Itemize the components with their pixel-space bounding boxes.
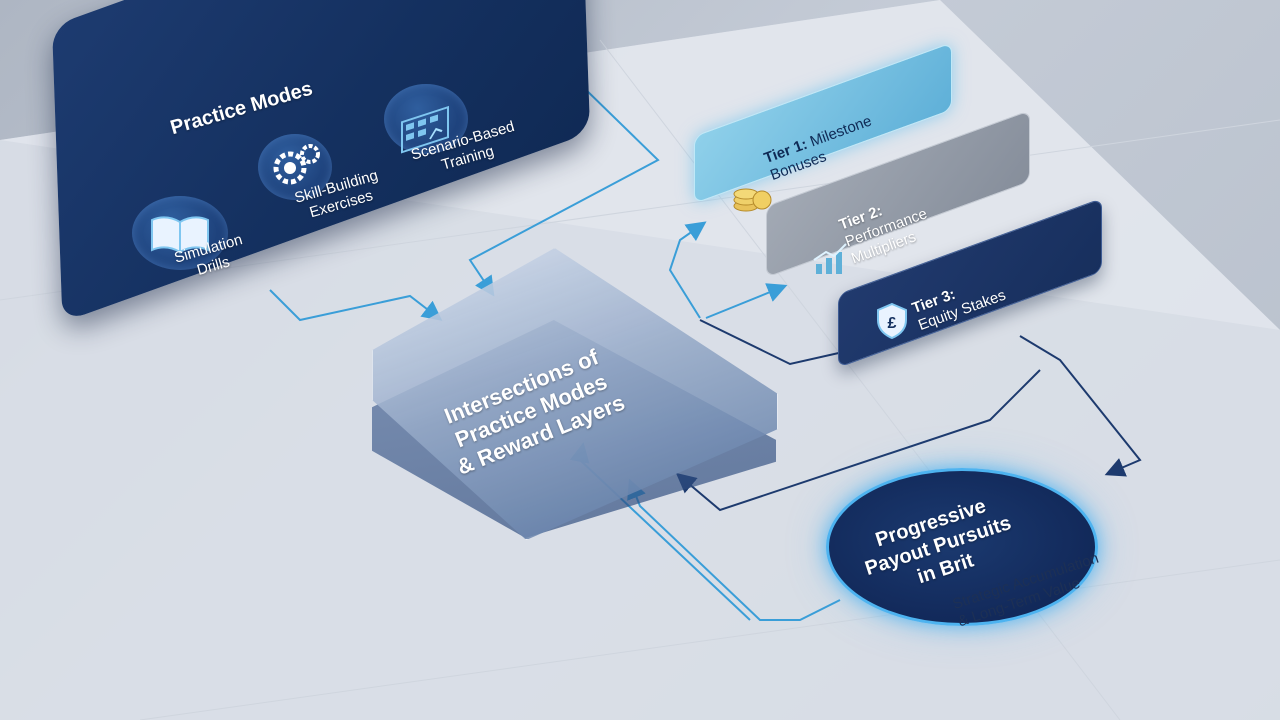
arrow-center-tier1 [668, 221, 707, 319]
scenario-training-icon-holder [384, 84, 468, 154]
book-icon [151, 216, 209, 254]
arrow-pm-to-center-left [269, 289, 443, 322]
coins-icon [733, 188, 772, 212]
dashboard-icon [401, 105, 449, 154]
gears-icon [273, 144, 320, 185]
growth-chart-icon [813, 243, 847, 274]
arrow-center-tier3 [699, 319, 860, 366]
arrow-center-tier2 [705, 283, 788, 319]
pound-shield-icon: £ [877, 302, 907, 340]
simulation-drills-icon-holder [132, 196, 228, 270]
payout-circle [826, 468, 1098, 626]
svg-text:£: £ [888, 315, 897, 332]
arrow-tier3-payout [1019, 335, 1142, 477]
skill-building-icon-holder [258, 134, 332, 200]
arrow-payout-center-lower [627, 478, 841, 621]
arrow-payout-center-upper [675, 369, 1041, 512]
